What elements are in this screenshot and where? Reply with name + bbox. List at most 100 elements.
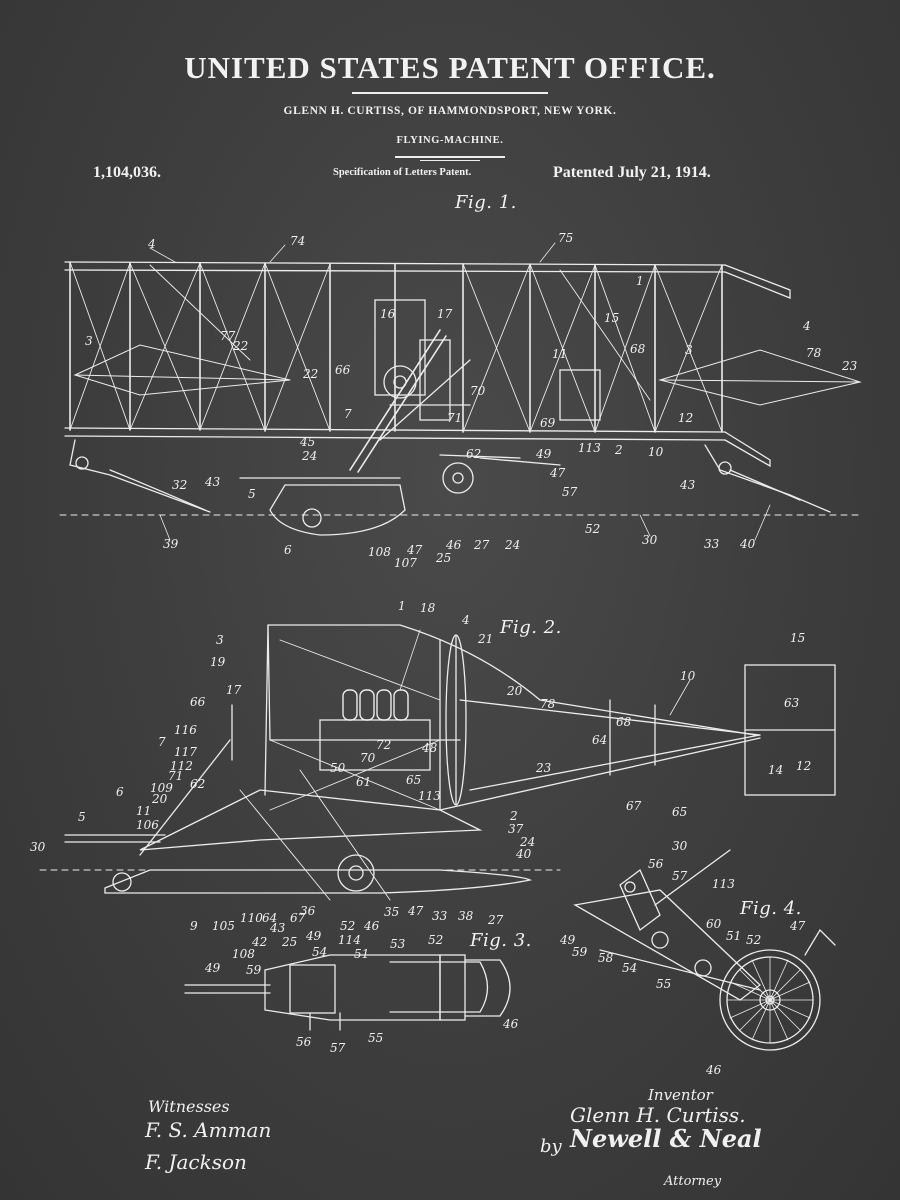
ref-label: 59 bbox=[246, 963, 262, 977]
ref-label: 3 bbox=[685, 343, 693, 357]
ref-label: 105 bbox=[212, 919, 235, 933]
ref-label: 35 bbox=[384, 905, 399, 919]
ref-label: 72 bbox=[376, 738, 391, 752]
ref-label: 78 bbox=[540, 697, 556, 711]
by-prefix: by bbox=[540, 1136, 562, 1157]
inventor-signature: Glenn H. Curtiss. bbox=[570, 1103, 746, 1127]
ref-label: 52 bbox=[746, 933, 761, 947]
ref-label: 14 bbox=[768, 763, 783, 777]
ref-label: 45 bbox=[299, 435, 315, 449]
fig2-drawing bbox=[39, 624, 836, 901]
ref-label: 47 bbox=[407, 904, 424, 918]
ref-label: 56 bbox=[296, 1035, 312, 1049]
ref-label: 7 bbox=[344, 407, 352, 421]
ref-label: 4 bbox=[147, 237, 156, 251]
ref-label: 64 bbox=[262, 911, 277, 925]
ref-label: 38 bbox=[458, 909, 474, 923]
ref-label: 63 bbox=[784, 696, 800, 710]
ref-label: 17 bbox=[226, 683, 242, 697]
ref-label: 40 bbox=[739, 537, 756, 551]
ref-label: 15 bbox=[790, 631, 805, 645]
ref-label: 1 bbox=[398, 599, 406, 613]
ref-label: 46 bbox=[363, 919, 380, 933]
ref-label: 10 bbox=[648, 445, 664, 459]
ref-label: 40 bbox=[515, 847, 532, 861]
ref-label: 56 bbox=[648, 857, 664, 871]
ref-label: 47 bbox=[549, 466, 566, 480]
ref-label: 62 bbox=[466, 447, 481, 461]
ref-label: 30 bbox=[30, 840, 46, 854]
specification-line: Specification of Letters Patent. bbox=[333, 167, 472, 178]
ref-label: 71 bbox=[168, 769, 183, 783]
ref-label: 23 bbox=[535, 761, 552, 775]
ref-label: 117 bbox=[174, 745, 197, 759]
subject-rule-short bbox=[420, 160, 480, 161]
ref-label: 4 bbox=[802, 319, 811, 333]
ref-label: 54 bbox=[312, 945, 327, 959]
fig3-label: Fig. 3. bbox=[470, 930, 532, 951]
ref-label: 61 bbox=[356, 775, 371, 789]
ref-label: 9 bbox=[190, 919, 198, 933]
ref-label: 46 bbox=[705, 1063, 722, 1077]
ref-label: 107 bbox=[394, 556, 417, 570]
ref-label: 33 bbox=[432, 909, 448, 923]
ref-label: 74 bbox=[290, 234, 305, 248]
ref-label: 15 bbox=[604, 311, 619, 325]
ref-label: 49 bbox=[204, 961, 221, 975]
ref-label: 67 bbox=[626, 799, 642, 813]
ref-label: 11 bbox=[552, 347, 567, 361]
ref-label: 17 bbox=[437, 307, 453, 321]
ref-label: 18 bbox=[420, 601, 436, 615]
ref-label: 22 bbox=[232, 339, 248, 353]
ref-label: 24 bbox=[519, 835, 535, 849]
ref-label: 3 bbox=[85, 334, 93, 348]
fig1-label: Fig. 1. bbox=[455, 192, 517, 213]
witnesses-label: Witnesses bbox=[148, 1097, 230, 1116]
ref-label: 54 bbox=[622, 961, 637, 975]
fig2-label: Fig. 2. bbox=[500, 617, 562, 638]
fig1-drawing bbox=[59, 261, 862, 536]
ref-label: 24 bbox=[301, 449, 317, 463]
ref-label: 43 bbox=[679, 478, 696, 492]
ref-label: 66 bbox=[335, 363, 351, 377]
subject-rule bbox=[395, 156, 505, 158]
ref-label: 113 bbox=[712, 877, 735, 891]
ref-label: 30 bbox=[642, 533, 658, 547]
ref-label: 49 bbox=[535, 447, 552, 461]
ref-label: 62 bbox=[190, 777, 205, 791]
ref-label: 12 bbox=[678, 411, 693, 425]
ref-label: 25 bbox=[281, 935, 297, 949]
fig3-drawing bbox=[184, 954, 511, 1031]
ref-label: 32 bbox=[172, 478, 187, 492]
patent-subject: FLYING-MACHINE. bbox=[396, 135, 504, 146]
ref-label: 47 bbox=[789, 919, 806, 933]
ref-label: 23 bbox=[841, 359, 858, 373]
ref-label: 69 bbox=[540, 416, 556, 430]
ref-label: 27 bbox=[473, 538, 490, 552]
witness-2-signature: F. Jackson bbox=[145, 1150, 247, 1174]
ref-label: 68 bbox=[630, 342, 646, 356]
ref-label: 16 bbox=[380, 307, 396, 321]
ref-label: 46 bbox=[502, 1017, 519, 1031]
ref-label: 108 bbox=[232, 947, 255, 961]
ref-label: 109 bbox=[150, 781, 173, 795]
ref-label: 70 bbox=[360, 751, 376, 765]
ref-label: 106 bbox=[136, 818, 159, 832]
office-title: UNITED STATES PATENT OFFICE. bbox=[184, 50, 716, 85]
patent-date: Patented July 21, 1914. bbox=[553, 164, 711, 181]
ref-label: 20 bbox=[151, 792, 168, 806]
ref-label: 51 bbox=[354, 947, 369, 961]
ref-label: 52 bbox=[585, 522, 600, 536]
ref-label: 27 bbox=[487, 913, 504, 927]
ref-label: 25 bbox=[435, 551, 451, 565]
ref-label: 20 bbox=[506, 684, 523, 698]
ref-label: 52 bbox=[428, 933, 443, 947]
ref-label: 42 bbox=[251, 935, 267, 949]
ref-label: 43 bbox=[204, 475, 221, 489]
ref-label: 78 bbox=[806, 346, 822, 360]
ref-label: 24 bbox=[504, 538, 520, 552]
ref-label: 46 bbox=[445, 538, 462, 552]
ref-label: 64 bbox=[592, 733, 607, 747]
ref-label: 39 bbox=[163, 537, 179, 551]
